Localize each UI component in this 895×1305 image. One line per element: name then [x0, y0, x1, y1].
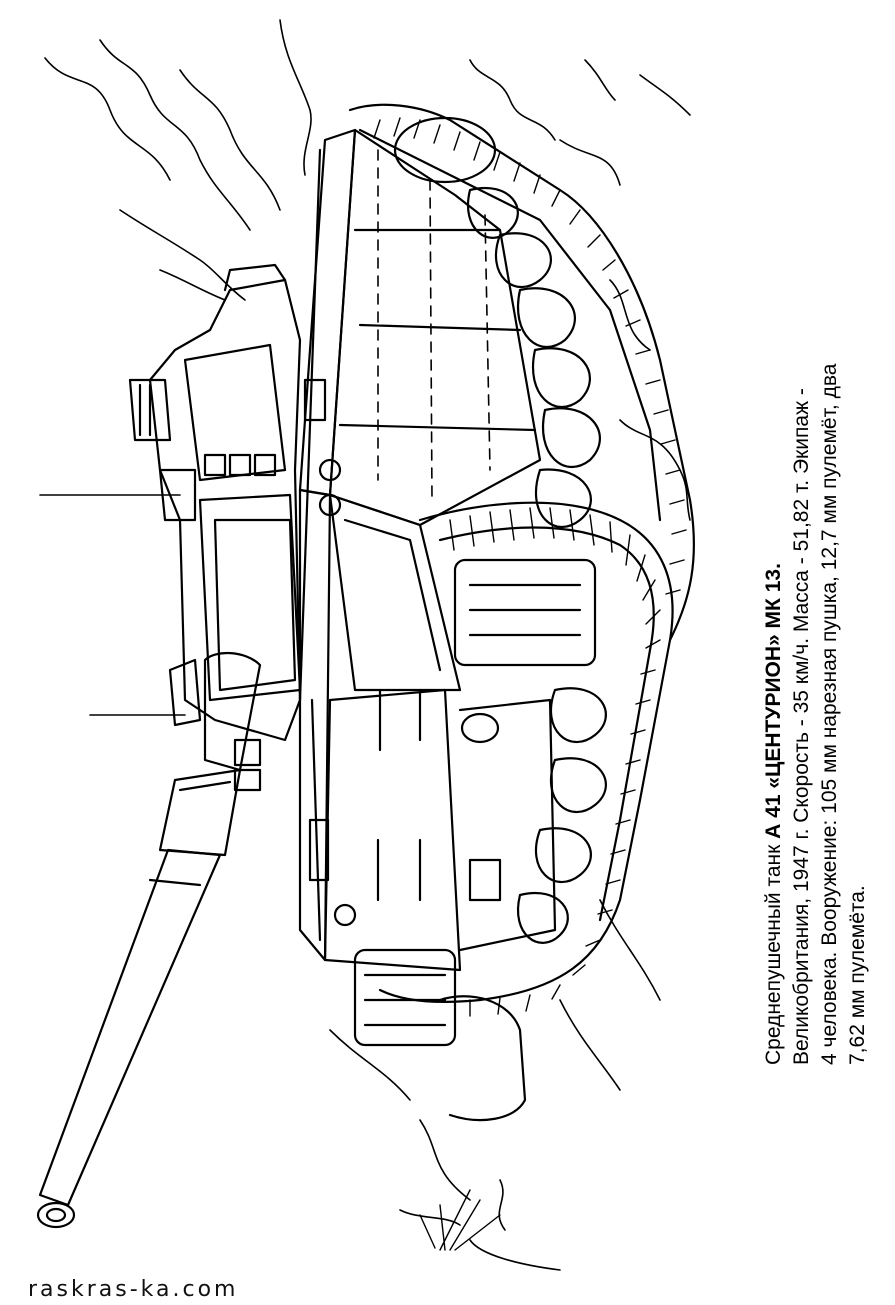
- terrain-lines: [39, 19, 691, 1271]
- turret: [128, 263, 302, 792]
- side-skirts: [323, 128, 557, 972]
- caption-tank-name: А 41 «ЦЕНТУРИОН» МК 13.: [762, 563, 785, 839]
- caption-line-4: 7,62 мм пулемёта.: [846, 885, 869, 1065]
- grass-tuft: [419, 1189, 501, 1251]
- site-watermark: raskras-ka.com: [28, 1277, 239, 1302]
- far-track: [348, 103, 695, 642]
- caption-line-2: Великобритания, 1947 г. Скорость - 35 км…: [790, 388, 813, 1065]
- near-track: [353, 501, 674, 1122]
- caption-line-3: 4 человека. Вооружение: 105 мм нарезная …: [818, 363, 841, 1065]
- caption-title-prefix: Среднепушечный танк: [762, 838, 785, 1065]
- tank-caption: Среднепушечный танк А 41 «ЦЕНТУРИОН» МК …: [760, 363, 872, 1065]
- hull: [298, 128, 357, 962]
- caption-line-1: Среднепушечный танк А 41 «ЦЕНТУРИОН» МК …: [760, 405, 788, 1065]
- main-gun: [36, 651, 262, 1229]
